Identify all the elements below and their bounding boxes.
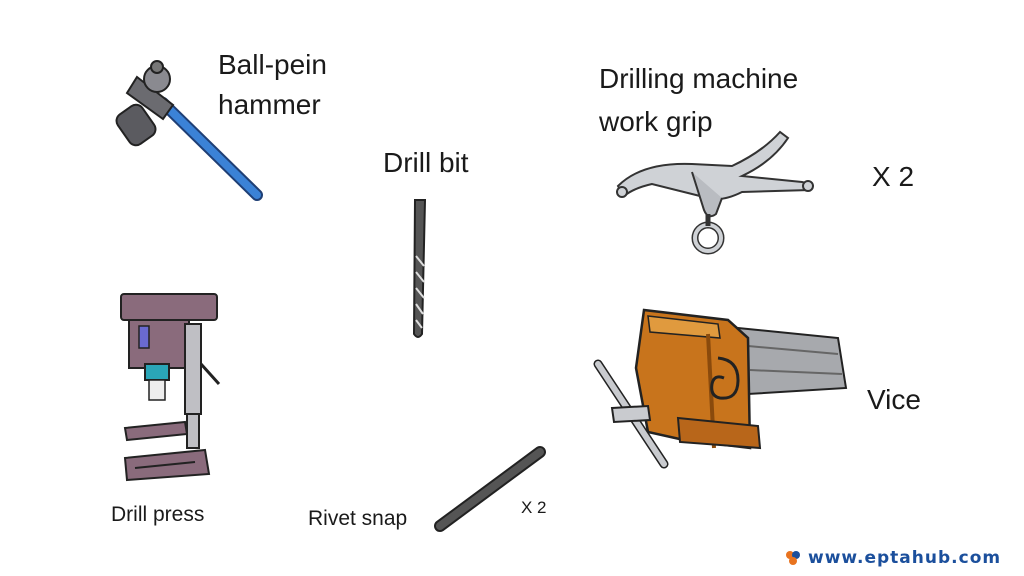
vice-label: Vice bbox=[867, 384, 921, 415]
work-grip-illustration bbox=[616, 130, 814, 255]
hammer-label-line1: Ball-pein bbox=[218, 49, 327, 80]
drill-press-label: Drill press bbox=[111, 503, 205, 526]
ball-pein-hammer-illustration bbox=[115, 60, 263, 201]
bench-vice-illustration bbox=[593, 308, 848, 469]
work-grip-label-line1: Drilling machine bbox=[599, 63, 799, 94]
work-grip-label-line2: work grip bbox=[599, 106, 713, 137]
watermark-text: www.eptahub.com bbox=[808, 548, 1002, 568]
hammer-label-line2: hammer bbox=[218, 89, 321, 120]
drill-bit-label: Drill bit bbox=[383, 147, 469, 178]
rivet-snap-label: Rivet snap bbox=[308, 507, 408, 530]
drill-bit-illustration bbox=[412, 199, 427, 338]
work-grip-quantity: X 2 bbox=[872, 161, 915, 192]
drill-press-illustration bbox=[120, 293, 221, 482]
watermark: www.eptahub.com bbox=[784, 548, 1001, 568]
rivet-snap-quantity: X 2 bbox=[521, 498, 547, 517]
rivet-snap-illustration bbox=[434, 446, 546, 532]
eptahub-logo-icon bbox=[786, 551, 800, 565]
